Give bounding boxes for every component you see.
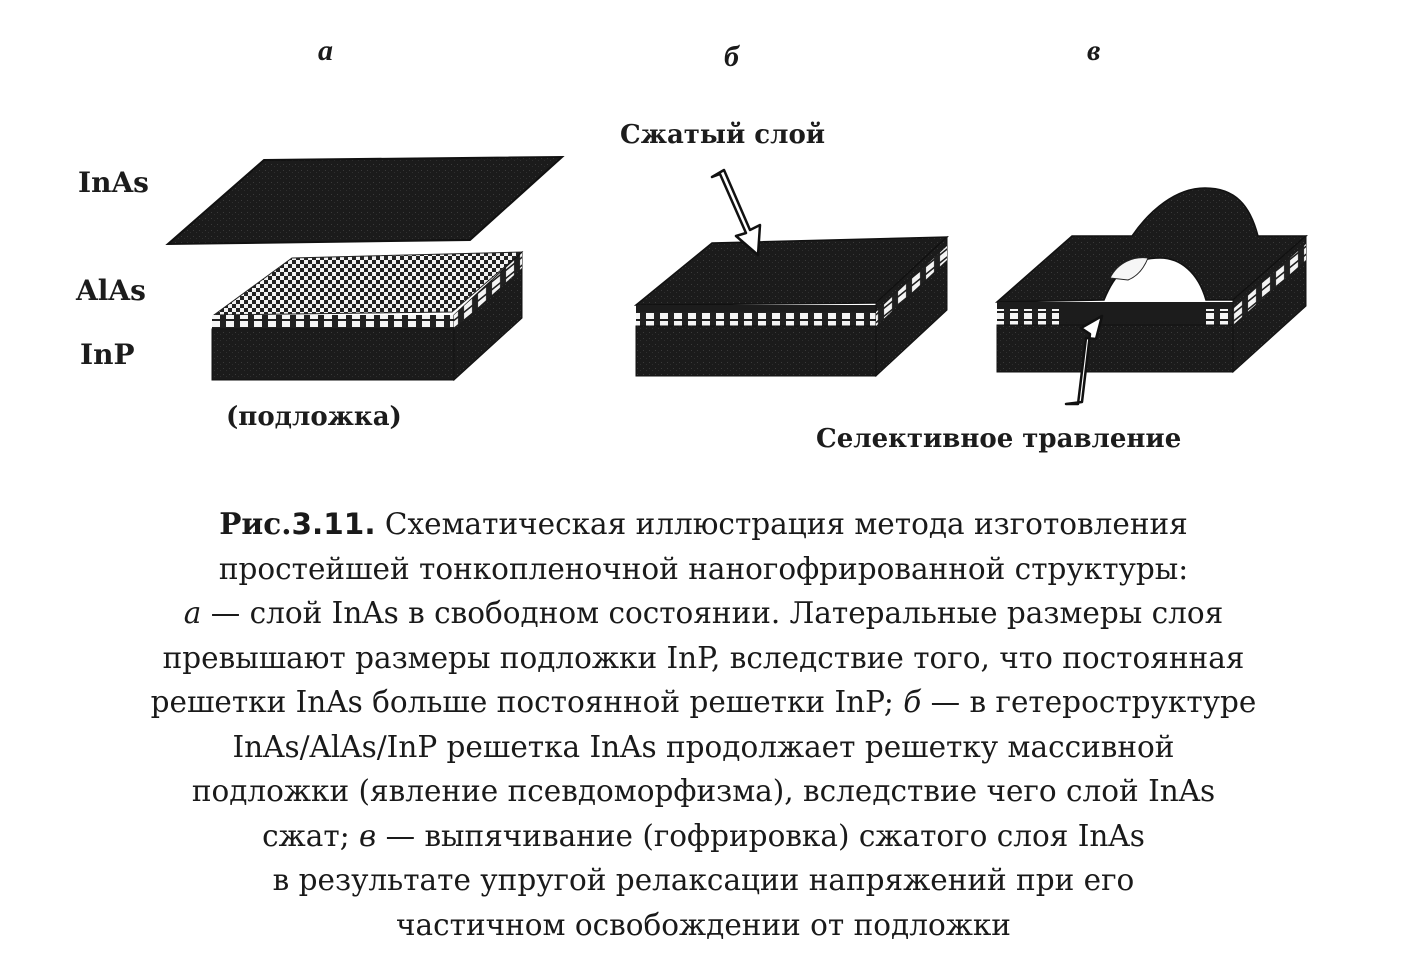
alas-front-right-c	[1206, 309, 1233, 325]
caption-line-5: решетки InAs больше постоянной решетки I…	[40, 680, 1367, 725]
etched-cavity	[1109, 257, 1149, 281]
arrow-selective-etching	[1064, 314, 1104, 406]
front-upper-dark-c	[997, 302, 1233, 309]
caption-letter-b: б	[903, 685, 922, 719]
alas-front-stripe-b	[636, 312, 876, 326]
panel-label-c: в	[1087, 34, 1101, 67]
panel-a-diagram	[165, 155, 565, 382]
layer-label-alas: AlAs	[76, 274, 146, 307]
alas-side-stripe-c	[1233, 244, 1306, 325]
figure-diagram	[165, 155, 1308, 406]
layer-label-inp: InP	[80, 338, 135, 371]
alas-front-stripe	[212, 315, 454, 329]
caption-letter-a: а	[183, 596, 202, 630]
annotation-compressed-layer: Сжатый слой	[620, 120, 826, 150]
caption-line-9: в результате упругой релаксации напряжен…	[272, 863, 1135, 897]
caption-line-7: подложки (явление псевдоморфизма), вслед…	[191, 774, 1216, 808]
arrow-compressed-layer	[710, 168, 762, 257]
caption-text-5: решетки InAs больше постоянной решетки I…	[150, 685, 904, 719]
alas-gap-c	[1059, 309, 1206, 325]
panel-b-diagram	[633, 168, 949, 378]
substrate-note: (подложка)	[226, 402, 402, 432]
panel-label-b: б	[724, 40, 739, 73]
figure-caption: Рис.3.11. Схематическая иллюстрация мето…	[40, 502, 1367, 947]
caption-line-4: превышают размеры подложки InP, вследств…	[162, 640, 1245, 675]
alas-side-stripe-b	[876, 246, 947, 326]
caption-line-6: InAs/AlAs/InP решетка InAs продолжает ре…	[232, 729, 1175, 764]
front-upper-dark	[636, 305, 876, 312]
caption-text-1: Схематическая иллюстрация метода изготов…	[384, 507, 1188, 541]
figure-prefix: Рис.	[219, 506, 292, 541]
caption-tail-8: — выпячивание (гофрировка) сжатого слоя …	[376, 818, 1145, 853]
inp-substrate-front	[211, 328, 455, 381]
panel-label-a: а	[318, 34, 333, 67]
caption-line-1: Рис.3.11. Схематическая иллюстрация мето…	[40, 502, 1367, 547]
alas-side-stripe	[454, 253, 522, 329]
inp-front-c	[996, 324, 1234, 373]
annotation-selective-etching: Селективное травление	[816, 424, 1182, 454]
substrate-side	[453, 250, 523, 382]
caption-tail-5: — в гетероструктуре	[921, 685, 1257, 719]
caption-text-3: — слой InAs в свободном состоянии. Латер…	[201, 596, 1224, 630]
layer-label-inas: InAs	[78, 166, 149, 199]
caption-letter-c: в	[359, 818, 377, 853]
caption-line-8: сжат; в — выпячивание (гофрировка) сжато…	[40, 814, 1367, 859]
caption-line-2: простейшей тонкопленочной наногофрирован…	[218, 551, 1189, 586]
inas-free-layer	[165, 155, 565, 246]
caption-line-3: а — слой InAs в свободном состоянии. Лат…	[40, 591, 1367, 636]
figure-number: 3.11.	[291, 507, 376, 541]
panel-c-diagram	[994, 187, 1308, 406]
caption-text-8: сжат;	[262, 818, 360, 853]
alas-top-face	[212, 251, 524, 316]
alas-front-left-c	[997, 309, 1059, 325]
caption-line-10: частичном освобождении от подложки	[396, 907, 1011, 942]
inp-front-b	[635, 325, 877, 377]
figure-3-11: а б в InAs AlAs InP (подложка) Сжатый сл…	[0, 0, 1407, 480]
